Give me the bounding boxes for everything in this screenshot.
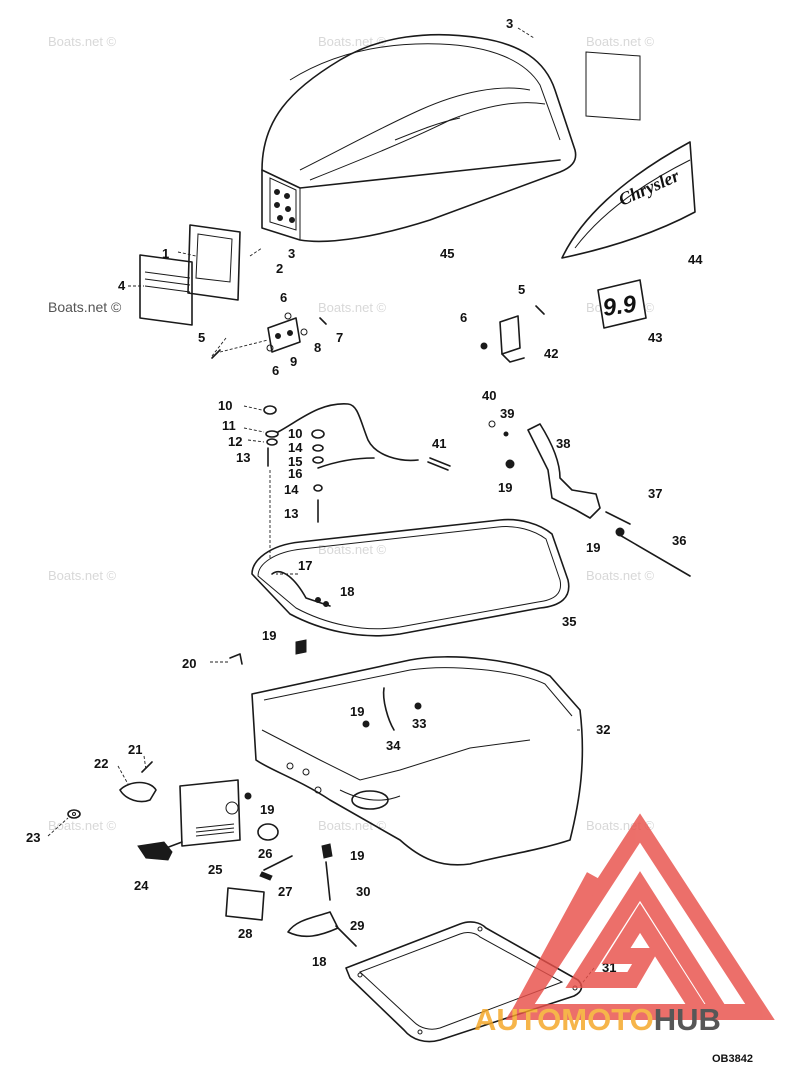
decal-hp-text: 9.9 <box>601 290 638 321</box>
callout-number: 27 <box>278 884 292 899</box>
callout-number: 19 <box>586 540 600 555</box>
fasteners <box>229 639 307 665</box>
warning-decal <box>585 51 641 121</box>
callout-number: 19 <box>350 704 364 719</box>
callout-number: 18 <box>340 584 354 599</box>
callout-number: 7 <box>336 330 343 345</box>
callout-number: 4 <box>118 278 126 293</box>
callout-number: 41 <box>432 436 446 451</box>
watermark: Boats.net © <box>586 568 655 583</box>
callout-number: 19 <box>260 802 274 817</box>
callout-number: 12 <box>228 434 242 449</box>
callout-number: 23 <box>26 830 40 845</box>
callout-number: 40 <box>482 388 496 403</box>
part-bracket-left <box>211 312 327 359</box>
logo-text-part1: AUTOMOTO <box>474 1002 654 1037</box>
callout-number: 6 <box>272 363 279 378</box>
watermark: Boats.net © <box>48 568 117 583</box>
callout-layer: 3 1 2 3 4 45 44 5 6 7 8 9 6 5 6 42 43 10… <box>26 16 703 975</box>
callout-number: 3 <box>288 246 295 261</box>
logo-triangle-mark <box>505 813 775 1020</box>
callout-number: 35 <box>562 614 576 629</box>
callout-number: 29 <box>350 918 364 933</box>
callout-number: 13 <box>236 450 250 465</box>
callout-number: 33 <box>412 716 426 731</box>
shift-linkage <box>488 420 691 577</box>
callout-number: 13 <box>284 506 298 521</box>
callout-number: 45 <box>440 246 454 261</box>
leader-lines <box>47 27 595 987</box>
callout-number: 19 <box>498 480 512 495</box>
diagram-code: OB3842 <box>712 1053 753 1065</box>
watermark: Boats.net © <box>586 34 655 49</box>
watermark: Boats.net © <box>318 542 387 557</box>
callout-number: 1 <box>162 246 169 261</box>
callout-number: 30 <box>356 884 370 899</box>
callout-number: 19 <box>350 848 364 863</box>
watermark: Boats.net © <box>48 34 117 49</box>
lower-cowl <box>251 656 584 866</box>
callout-number: 36 <box>672 533 686 548</box>
callout-number: 26 <box>258 846 272 861</box>
callout-number: 9 <box>290 354 297 369</box>
callout-number: 11 <box>222 418 236 433</box>
watermark: Boats.net © <box>318 34 387 49</box>
callout-number: 10 <box>218 398 232 413</box>
logo-text-part2: HUB <box>654 1002 721 1037</box>
callout-number: 14 <box>288 440 303 455</box>
callout-number: 42 <box>544 346 558 361</box>
throttle-linkage <box>263 403 451 560</box>
callout-number: 44 <box>688 252 703 267</box>
callout-number: 5 <box>198 330 205 345</box>
callout-number: 22 <box>94 756 108 771</box>
side-decal: Chrysler <box>561 141 696 259</box>
callout-number: 6 <box>280 290 287 305</box>
part-frame-plate <box>139 224 241 326</box>
hp-decal: 9.9 <box>597 279 647 329</box>
callout-number: 14 <box>284 482 299 497</box>
watermark: Boats.net © <box>318 818 387 833</box>
logo-text-automoto: AUTOMOTOHUB <box>474 1002 721 1037</box>
watermark: Boats.net © <box>48 299 122 315</box>
callout-number: 39 <box>500 406 514 421</box>
automotohub-logo: AUTOMOTOHUB <box>474 813 775 1037</box>
callout-number: 20 <box>182 656 196 671</box>
part-bracket-right <box>480 305 545 363</box>
lower-small-parts <box>67 761 357 947</box>
watermark: Boats.net © <box>48 818 117 833</box>
callout-number: 38 <box>556 436 570 451</box>
callout-number: 43 <box>648 330 662 345</box>
callout-number: 6 <box>460 310 467 325</box>
callout-number: 15 <box>288 454 302 469</box>
callout-number: 25 <box>208 862 222 877</box>
callout-number: 10 <box>288 426 302 441</box>
callout-number: 37 <box>648 486 662 501</box>
callout-number: 17 <box>298 558 312 573</box>
watermark: Boats.net © <box>318 300 387 315</box>
callout-number: 21 <box>128 742 142 757</box>
callout-number: 16 <box>288 466 302 481</box>
callout-number: 19 <box>262 628 276 643</box>
callout-number: 2 <box>276 261 283 276</box>
cowl-seal <box>251 518 570 637</box>
callout-number: 8 <box>314 340 321 355</box>
callout-number: 18 <box>312 954 326 969</box>
top-cowl <box>261 33 577 243</box>
decal-brand-text: Chrysler <box>615 165 683 210</box>
callout-number: 32 <box>596 722 610 737</box>
callout-number: 34 <box>386 738 401 753</box>
callout-number: 5 <box>518 282 525 297</box>
callout-number: 3 <box>506 16 513 31</box>
callout-number: 28 <box>238 926 252 941</box>
callout-number: 24 <box>134 878 149 893</box>
